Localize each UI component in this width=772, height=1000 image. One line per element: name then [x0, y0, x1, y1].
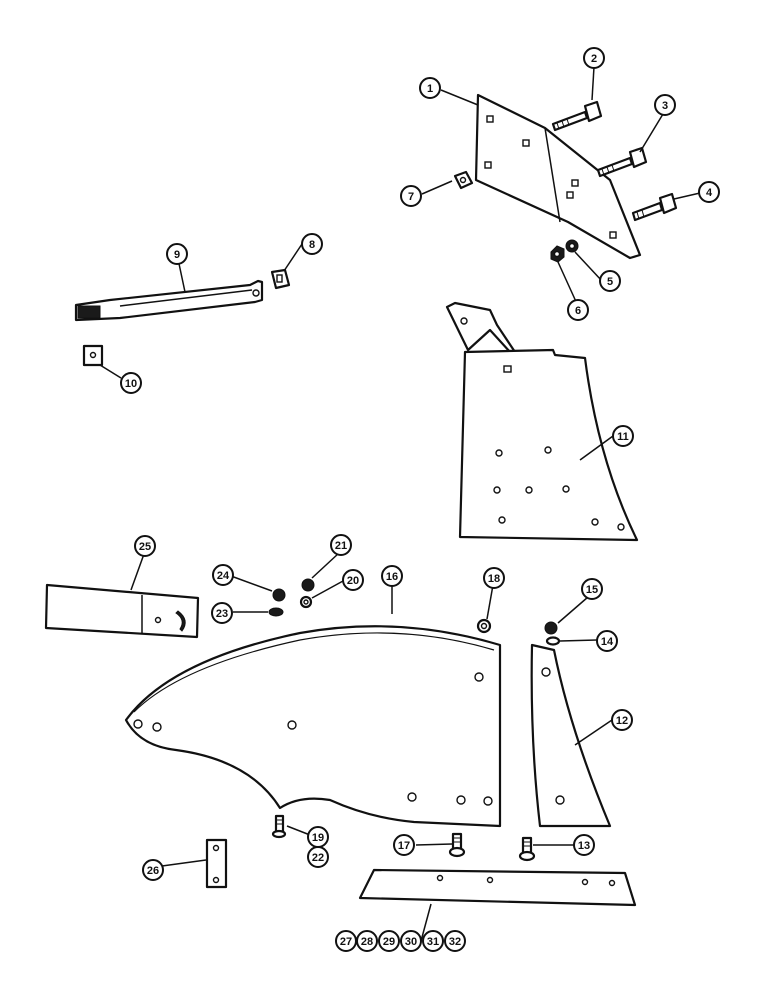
callout-3: 3 — [654, 94, 676, 116]
svg-text:16: 16 — [386, 571, 398, 583]
callout-30: 30 — [400, 930, 422, 952]
part-20-washer — [299, 595, 313, 609]
callout-22: 22 — [307, 846, 329, 868]
svg-text:26: 26 — [147, 865, 159, 877]
part-5-washer — [565, 239, 579, 253]
callout-5: 5 — [599, 270, 621, 292]
svg-text:12: 12 — [616, 715, 628, 727]
callout-26: 26 — [142, 859, 164, 881]
callout-19: 19 — [307, 826, 329, 848]
callout-25: 25 — [134, 535, 156, 557]
svg-text:23: 23 — [216, 608, 228, 620]
callout-4: 4 — [698, 181, 720, 203]
part-15-nut — [544, 621, 558, 635]
part-19-bolt — [271, 814, 287, 839]
svg-text:17: 17 — [398, 840, 410, 852]
svg-text:27: 27 — [340, 936, 352, 948]
callout-21: 21 — [330, 534, 352, 556]
callout-15: 15 — [581, 578, 603, 600]
svg-text:20: 20 — [347, 575, 359, 587]
svg-text:3: 3 — [662, 100, 668, 112]
svg-text:29: 29 — [383, 936, 395, 948]
svg-text:1: 1 — [427, 83, 433, 95]
callout-20: 20 — [342, 569, 364, 591]
svg-text:18: 18 — [488, 573, 500, 585]
svg-text:31: 31 — [427, 936, 439, 948]
leader-lines — [99, 66, 701, 942]
part-16-moldboard — [124, 625, 502, 828]
callout-31: 31 — [422, 930, 444, 952]
part-26-plate — [205, 838, 228, 889]
part-2-bolt — [551, 100, 603, 132]
svg-text:15: 15 — [586, 584, 598, 596]
svg-text:9: 9 — [174, 249, 180, 261]
part-4-bolt — [631, 192, 678, 222]
svg-text:5: 5 — [607, 276, 613, 288]
svg-text:22: 22 — [312, 852, 324, 864]
part-21-nut — [301, 578, 315, 592]
callout-16: 16 — [381, 565, 403, 587]
svg-text:14: 14 — [601, 636, 614, 648]
callout-1: 1 — [419, 77, 441, 99]
callout-14: 14 — [596, 630, 618, 652]
callout-13: 13 — [573, 834, 595, 856]
svg-text:13: 13 — [578, 840, 590, 852]
part-1-plate — [474, 93, 642, 260]
part-10-clip — [82, 344, 104, 367]
callout-8: 8 — [301, 233, 323, 255]
svg-text:4: 4 — [706, 187, 713, 199]
callout-6: 6 — [567, 299, 589, 321]
callout-27: 27 — [335, 930, 357, 952]
part-14-washer — [545, 636, 561, 646]
callout-23: 23 — [211, 602, 233, 624]
callout-2: 2 — [583, 47, 605, 69]
callout-29: 29 — [378, 930, 400, 952]
svg-text:11: 11 — [617, 431, 629, 443]
callout-10: 10 — [120, 372, 142, 394]
part-13-bolt — [518, 836, 536, 862]
part-18-nut — [476, 618, 492, 634]
svg-text:21: 21 — [335, 540, 347, 552]
part-7-square-nut — [453, 170, 474, 190]
part-11-frog — [445, 301, 639, 542]
callout-28: 28 — [356, 930, 378, 952]
part-27-share — [358, 868, 637, 907]
svg-text:32: 32 — [449, 936, 461, 948]
svg-text:6: 6 — [575, 305, 581, 317]
callout-9: 9 — [166, 243, 188, 265]
callout-18: 18 — [483, 567, 505, 589]
svg-text:10: 10 — [125, 378, 137, 390]
part-6-nut — [550, 245, 565, 263]
callout-7: 7 — [400, 185, 422, 207]
svg-text:2: 2 — [591, 53, 597, 65]
svg-text:30: 30 — [405, 936, 417, 948]
part-3-bolt — [596, 146, 648, 178]
part-24-nut — [272, 588, 286, 602]
part-12-shin — [530, 643, 612, 828]
part-25-plate — [44, 583, 200, 639]
svg-text:28: 28 — [361, 936, 373, 948]
svg-text:24: 24 — [217, 570, 230, 582]
callout-11: 11 — [612, 425, 634, 447]
svg-text:25: 25 — [139, 541, 151, 553]
callout-24: 24 — [212, 564, 234, 586]
callout-12: 12 — [611, 709, 633, 731]
callout-32: 32 — [444, 930, 466, 952]
svg-text:19: 19 — [312, 832, 324, 844]
part-9-brace — [74, 279, 264, 322]
part-23-washer — [268, 607, 284, 617]
svg-text:7: 7 — [408, 191, 414, 203]
svg-text:8: 8 — [309, 239, 315, 251]
part-8-clip — [270, 268, 291, 290]
part-17-bolt — [448, 832, 466, 858]
callout-17: 17 — [393, 834, 415, 856]
